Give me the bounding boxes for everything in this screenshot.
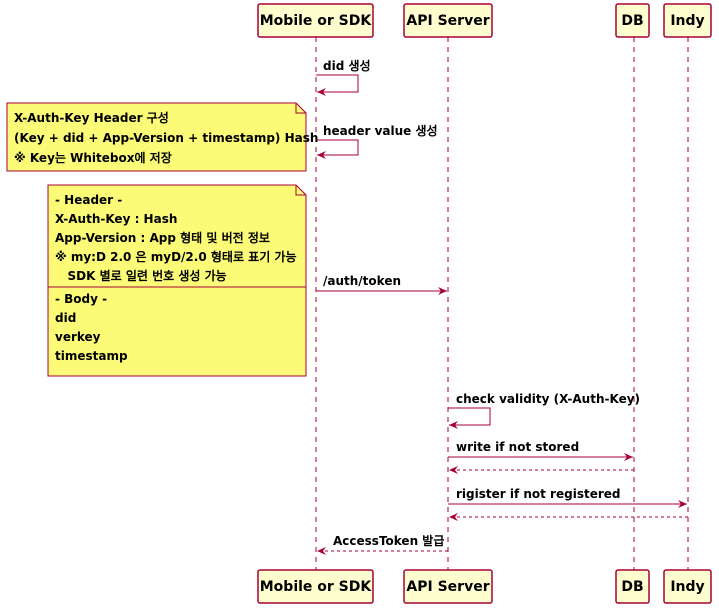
participant-label: Indy	[670, 13, 704, 29]
message-label: /auth/token	[323, 274, 401, 288]
message-label: write if not stored	[456, 440, 579, 454]
message-label: rigister if not registered	[456, 487, 620, 501]
note-line: ※ Key는 Whitebox에 저장	[14, 150, 172, 165]
note-header-line: App-Version : App 형태 및 버전 정보	[55, 230, 270, 245]
participant-box	[403, 3, 493, 38]
message-1: did 생성	[316, 58, 371, 96]
participant-mobile-bottom: Mobile or SDK	[257, 569, 374, 604]
participant-label: DB	[621, 13, 643, 29]
participant-indy-top: Indy	[663, 3, 712, 38]
participant-box	[615, 3, 650, 38]
message-arrow	[448, 407, 491, 429]
participant-box	[257, 3, 374, 38]
participant-label: API Server	[406, 579, 489, 595]
message-5: write if not stored	[448, 440, 633, 461]
participant-db-top: DB	[615, 3, 650, 38]
participant-label: Indy	[670, 579, 704, 595]
note-header-line: - Header -	[55, 193, 122, 207]
note-body-line: did	[55, 311, 76, 325]
participant-mobile-top: Mobile or SDK	[257, 3, 374, 38]
participant-db-bottom: DB	[615, 569, 650, 604]
message-label: check validity (X-Auth-Key)	[456, 392, 640, 406]
message-2: header value 생성	[316, 123, 438, 159]
message-3: /auth/token	[316, 274, 447, 295]
note-header-line: X-Auth-Key : Hash	[55, 212, 177, 226]
participant-label: Mobile or SDK	[260, 579, 373, 595]
message-9: AccessToken 발급	[317, 533, 448, 555]
note-fold	[295, 103, 306, 114]
message-arrow	[316, 74, 359, 96]
message-7: rigister if not registered	[448, 487, 687, 508]
participant-indy-bottom: Indy	[663, 569, 712, 604]
note-x-auth-key: X-Auth-Key Header 구성 (Key + did + App-Ver…	[6, 102, 318, 172]
message-label: header value 생성	[323, 123, 438, 138]
participant-label: Mobile or SDK	[260, 13, 373, 29]
message-label: did 생성	[323, 58, 371, 73]
participant-box	[615, 569, 650, 604]
note-body-line: timestamp	[55, 349, 128, 363]
participant-box	[403, 569, 493, 604]
note-body	[6, 102, 307, 172]
participant-api-bottom: API Server	[403, 569, 493, 604]
participant-box	[663, 569, 712, 604]
note-header-line: ※ my:D 2.0 은 myD/2.0 형태로 표기 가능	[55, 249, 297, 264]
participant-label: DB	[621, 579, 643, 595]
note-body	[47, 184, 307, 377]
note-line: (Key + did + App-Version + timestamp) Ha…	[14, 131, 318, 145]
participant-box	[663, 3, 712, 38]
participant-box	[257, 569, 374, 604]
participant-api-top: API Server	[403, 3, 493, 38]
participant-label: API Server	[406, 13, 489, 29]
note-line: X-Auth-Key Header 구성	[14, 111, 169, 125]
note-fold	[295, 185, 306, 196]
note-body-line: - Body -	[55, 292, 107, 306]
message-label: AccessToken 발급	[333, 533, 444, 548]
note-header-line: SDK 별로 일련 번호 생성 가능	[55, 268, 227, 283]
note-body-line: verkey	[55, 330, 101, 344]
message-4: check validity (X-Auth-Key)	[448, 392, 640, 429]
message-arrow	[316, 139, 359, 159]
